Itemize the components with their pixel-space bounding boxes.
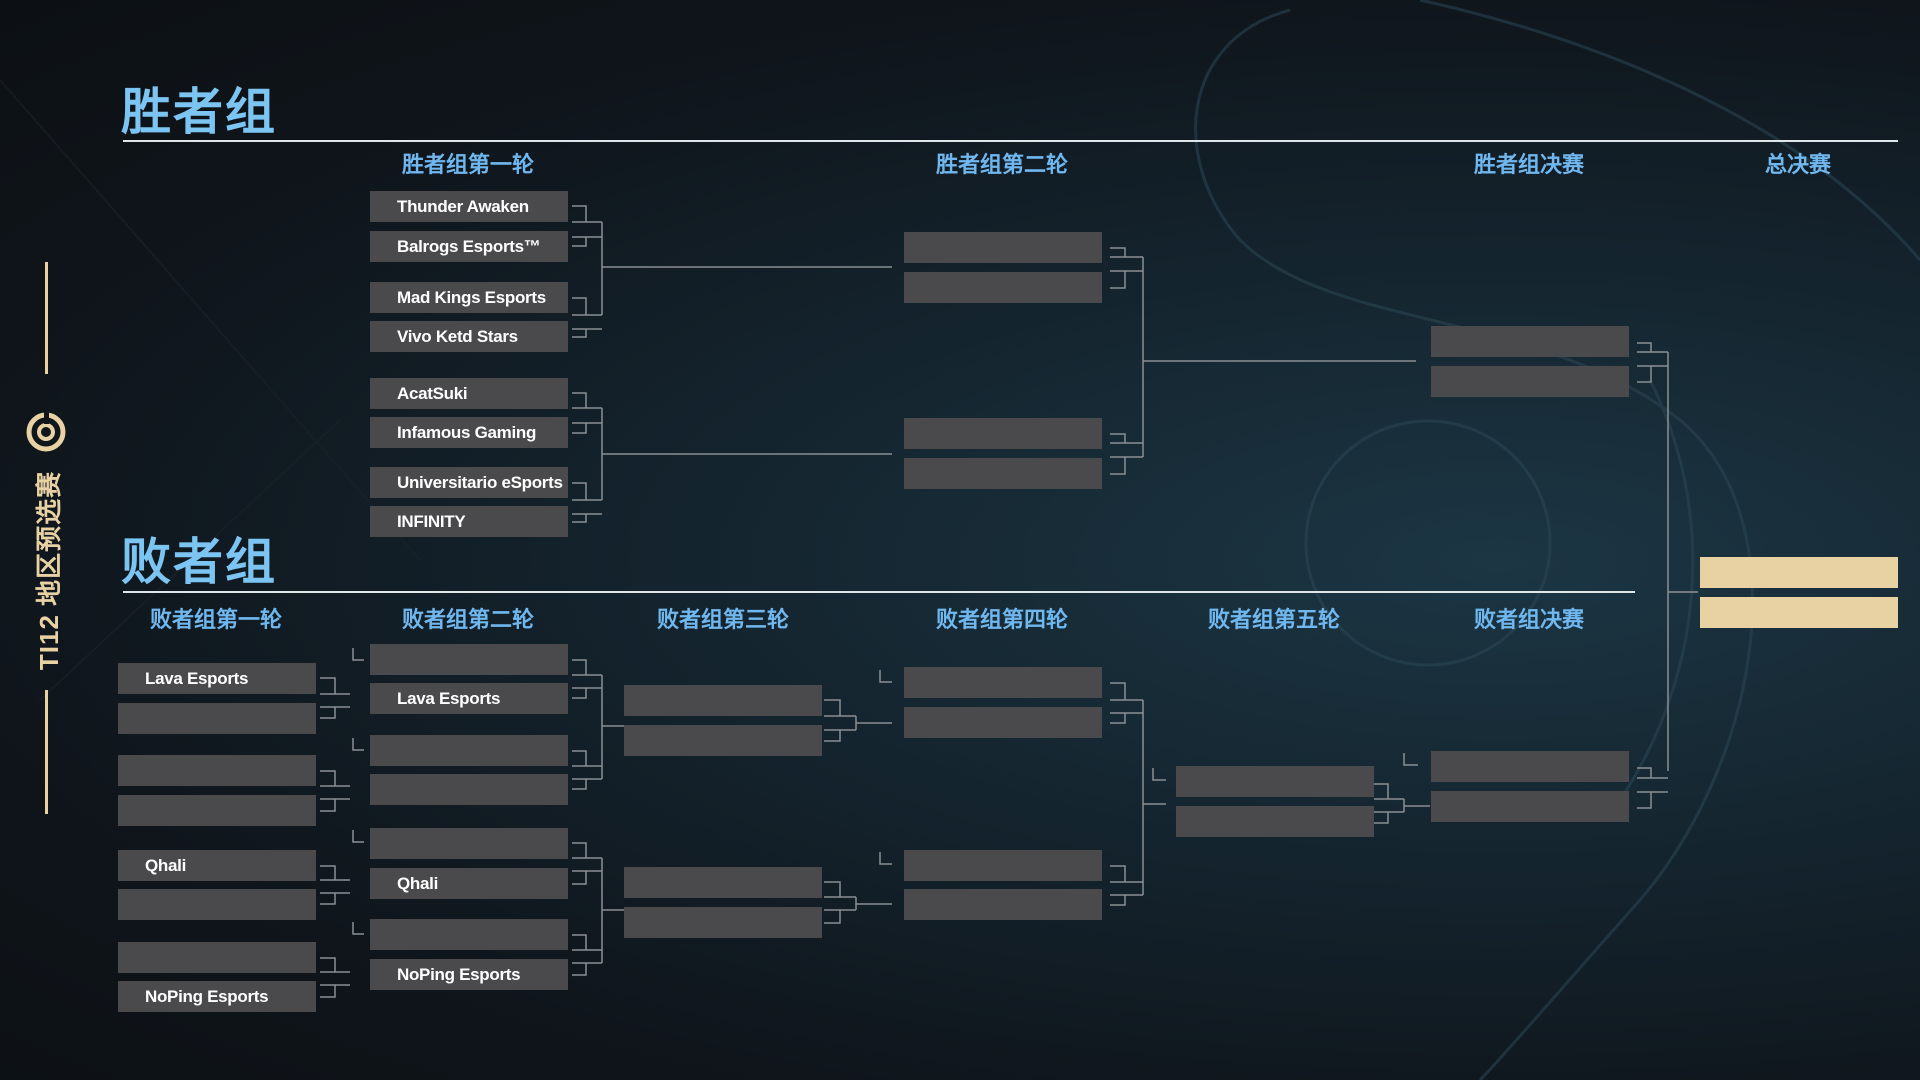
team-slot[interactable]: NoPing Esports: [370, 959, 568, 990]
side-divider-bottom: [45, 690, 48, 814]
team-slot[interactable]: Lava Esports: [370, 683, 568, 714]
losers-divider: [123, 591, 1635, 593]
round-label-losers-r1: 败者组第一轮: [149, 607, 282, 632]
team-slot[interactable]: [624, 907, 822, 938]
round-label-losers-r3: 败者组第三轮: [656, 607, 789, 632]
side-divider-top: [45, 262, 48, 374]
team-slot[interactable]: AcatSuki: [370, 378, 568, 409]
team-slot[interactable]: [904, 667, 1102, 698]
round-label-winners-final: 胜者组决赛: [1473, 152, 1584, 177]
grand-final-slot[interactable]: [1700, 597, 1898, 628]
team-slot[interactable]: [904, 707, 1102, 738]
round-label-winners-r1: 胜者组第一轮: [401, 152, 534, 177]
round-label-losers-r4: 败者组第四轮: [935, 607, 1068, 632]
team-slot[interactable]: [1431, 326, 1629, 357]
team-slot[interactable]: [370, 644, 568, 675]
losers-bracket-title: 败者组: [121, 534, 277, 590]
round-label-winners-r2: 胜者组第二轮: [935, 152, 1068, 177]
ti-aegis-logo-icon: [26, 412, 66, 452]
team-slot[interactable]: [904, 458, 1102, 489]
team-slot[interactable]: [1176, 806, 1374, 837]
team-slot[interactable]: [904, 418, 1102, 449]
winners-bracket-title: 胜者组: [121, 84, 277, 140]
round-label-losers-final: 败者组决赛: [1473, 607, 1584, 632]
team-slot[interactable]: [904, 850, 1102, 881]
team-slot[interactable]: Qhali: [370, 868, 568, 899]
team-slot[interactable]: Balrogs Esports™: [370, 231, 568, 262]
team-slot[interactable]: [118, 942, 316, 973]
round-label-losers-r2: 败者组第二轮: [401, 607, 534, 632]
team-slot[interactable]: [118, 703, 316, 734]
round-label-grand-final: 总决赛: [1764, 152, 1831, 177]
team-slot[interactable]: [370, 828, 568, 859]
team-slot[interactable]: [904, 889, 1102, 920]
team-slot[interactable]: [370, 919, 568, 950]
team-slot[interactable]: Universitario eSports: [370, 467, 568, 498]
team-slot[interactable]: [118, 889, 316, 920]
team-slot[interactable]: [1176, 766, 1374, 797]
team-slot[interactable]: [1431, 751, 1629, 782]
team-slot[interactable]: Infamous Gaming: [370, 417, 568, 448]
team-slot[interactable]: Vivo Ketd Stars: [370, 321, 568, 352]
team-slot[interactable]: [118, 795, 316, 826]
team-slot[interactable]: [1431, 791, 1629, 822]
team-slot[interactable]: [370, 774, 568, 805]
team-slot[interactable]: [904, 232, 1102, 263]
round-label-losers-r5: 败者组第五轮: [1207, 607, 1340, 632]
team-slot[interactable]: [624, 867, 822, 898]
team-slot[interactable]: [370, 735, 568, 766]
team-slot[interactable]: [624, 725, 822, 756]
team-slot[interactable]: Qhali: [118, 850, 316, 881]
team-slot[interactable]: INFINITY: [370, 506, 568, 537]
winners-divider: [123, 140, 1898, 142]
team-slot[interactable]: [1431, 366, 1629, 397]
team-slot[interactable]: Lava Esports: [118, 663, 316, 694]
team-slot[interactable]: [118, 755, 316, 786]
team-slot[interactable]: [624, 685, 822, 716]
team-slot[interactable]: NoPing Esports: [118, 981, 316, 1012]
team-slot[interactable]: [904, 272, 1102, 303]
team-slot[interactable]: Mad Kings Esports: [370, 282, 568, 313]
grand-final-slot[interactable]: [1700, 557, 1898, 588]
team-slot[interactable]: Thunder Awaken: [370, 191, 568, 222]
